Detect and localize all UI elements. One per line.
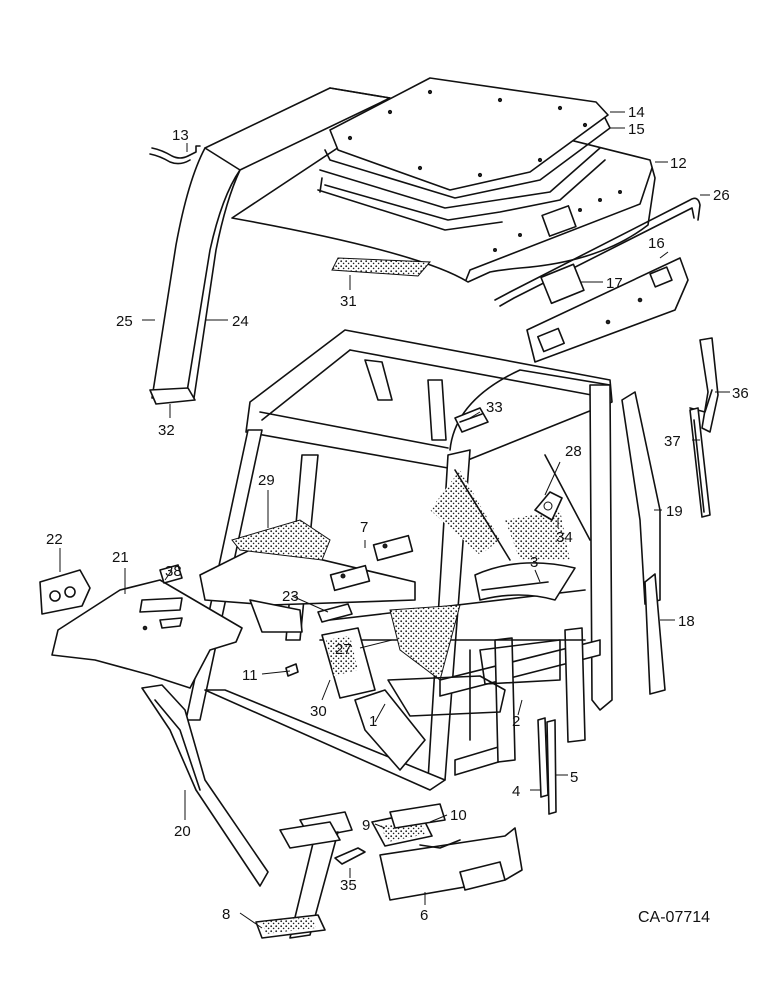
callout-labels: 14 15 12 13 26 16 17 31 25 24 32 36 37 3…	[46, 104, 749, 924]
leader-lines	[59, 111, 730, 929]
callout-18: 18	[678, 613, 695, 630]
roof-headliner-strip	[331, 257, 432, 277]
callout-8: 8	[222, 906, 230, 923]
door-parts	[285, 407, 563, 677]
callout-34: 34	[556, 529, 573, 546]
callout-38: 38	[165, 563, 182, 580]
step-assembly	[255, 803, 446, 939]
callout-3: 3	[530, 554, 538, 571]
callout-2: 2	[512, 713, 520, 730]
pillar-trims	[621, 391, 666, 695]
callout-27: 27	[335, 641, 352, 658]
step-cover	[379, 827, 523, 901]
hatch-frames	[317, 77, 611, 231]
callout-22: 22	[46, 531, 63, 548]
roof-side-rails	[151, 87, 391, 399]
trim-26	[494, 197, 701, 307]
callout-15: 15	[628, 121, 645, 138]
callout-5: 5	[570, 769, 578, 786]
callout-25: 25	[116, 313, 133, 330]
callout-16: 16	[648, 235, 665, 252]
callout-17: 17	[606, 275, 623, 292]
callout-20: 20	[174, 823, 191, 840]
plate-32	[149, 387, 196, 405]
console-16	[526, 257, 689, 363]
callout-12: 12	[670, 155, 687, 172]
callout-11: 11	[242, 667, 258, 684]
callout-36: 36	[732, 385, 749, 402]
callout-23: 23	[282, 588, 299, 605]
callout-10: 10	[450, 807, 467, 824]
callout-4: 4	[512, 783, 520, 800]
callout-19: 19	[666, 503, 683, 520]
callout-35: 35	[340, 877, 357, 894]
left-panels	[39, 564, 269, 887]
wiper-assembly	[689, 337, 719, 518]
callout-32: 32	[158, 422, 175, 439]
callout-28: 28	[565, 443, 582, 460]
callout-13: 13	[172, 127, 189, 144]
callout-7: 7	[360, 519, 368, 536]
callout-26: 26	[713, 187, 730, 204]
callout-31: 31	[340, 293, 357, 310]
callout-29: 29	[258, 472, 275, 489]
wire-13	[149, 145, 201, 165]
callout-24: 24	[232, 313, 249, 330]
callout-6: 6	[420, 907, 428, 924]
callout-14: 14	[628, 104, 645, 121]
callout-21: 21	[112, 549, 129, 566]
callout-1: 1	[369, 713, 377, 730]
drawing-id: CA-07714	[638, 909, 710, 926]
door-seals	[537, 717, 557, 815]
callout-33: 33	[486, 399, 503, 416]
callout-30: 30	[310, 703, 327, 720]
handle-35	[334, 847, 366, 865]
callout-37: 37	[664, 433, 681, 450]
callout-9: 9	[362, 817, 370, 834]
